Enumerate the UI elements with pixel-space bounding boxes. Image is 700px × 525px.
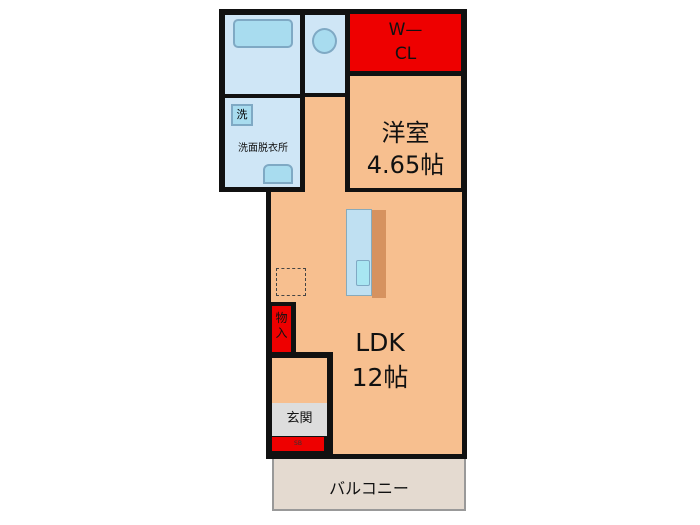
sink-icon [263,164,293,184]
hallway [305,97,345,192]
wcl-label-2: CL [394,44,417,64]
walk-in-closet [350,14,461,71]
balcony-label: バルコニー [329,479,409,498]
bathtub-icon [233,19,293,48]
counter-bar [372,210,386,298]
ldk-label: LDK [355,328,405,357]
ventilation-icon [276,268,306,296]
toilet-room [305,15,345,93]
ldk-size: 12帖 [351,363,409,392]
western-room-label: 洋室 [381,119,430,147]
storage-label: 物入 [275,311,288,340]
entrance-label: 玄関 [286,411,313,426]
western-room [350,76,461,200]
washroom-label: 洗面脱衣所 [238,143,288,154]
entrance [272,403,327,436]
balcony [272,459,466,511]
storage [272,306,291,353]
kitchen-sink-icon [356,260,370,286]
wcl-label-1: W— [388,20,423,40]
western-room-size: 4.65帖 [366,151,445,179]
entrance-hall [272,358,327,403]
toilet-icon [312,28,337,54]
washing-machine-icon: 洗 [231,104,253,126]
shoe-box: SB [272,437,324,451]
hall-opening [305,185,345,195]
